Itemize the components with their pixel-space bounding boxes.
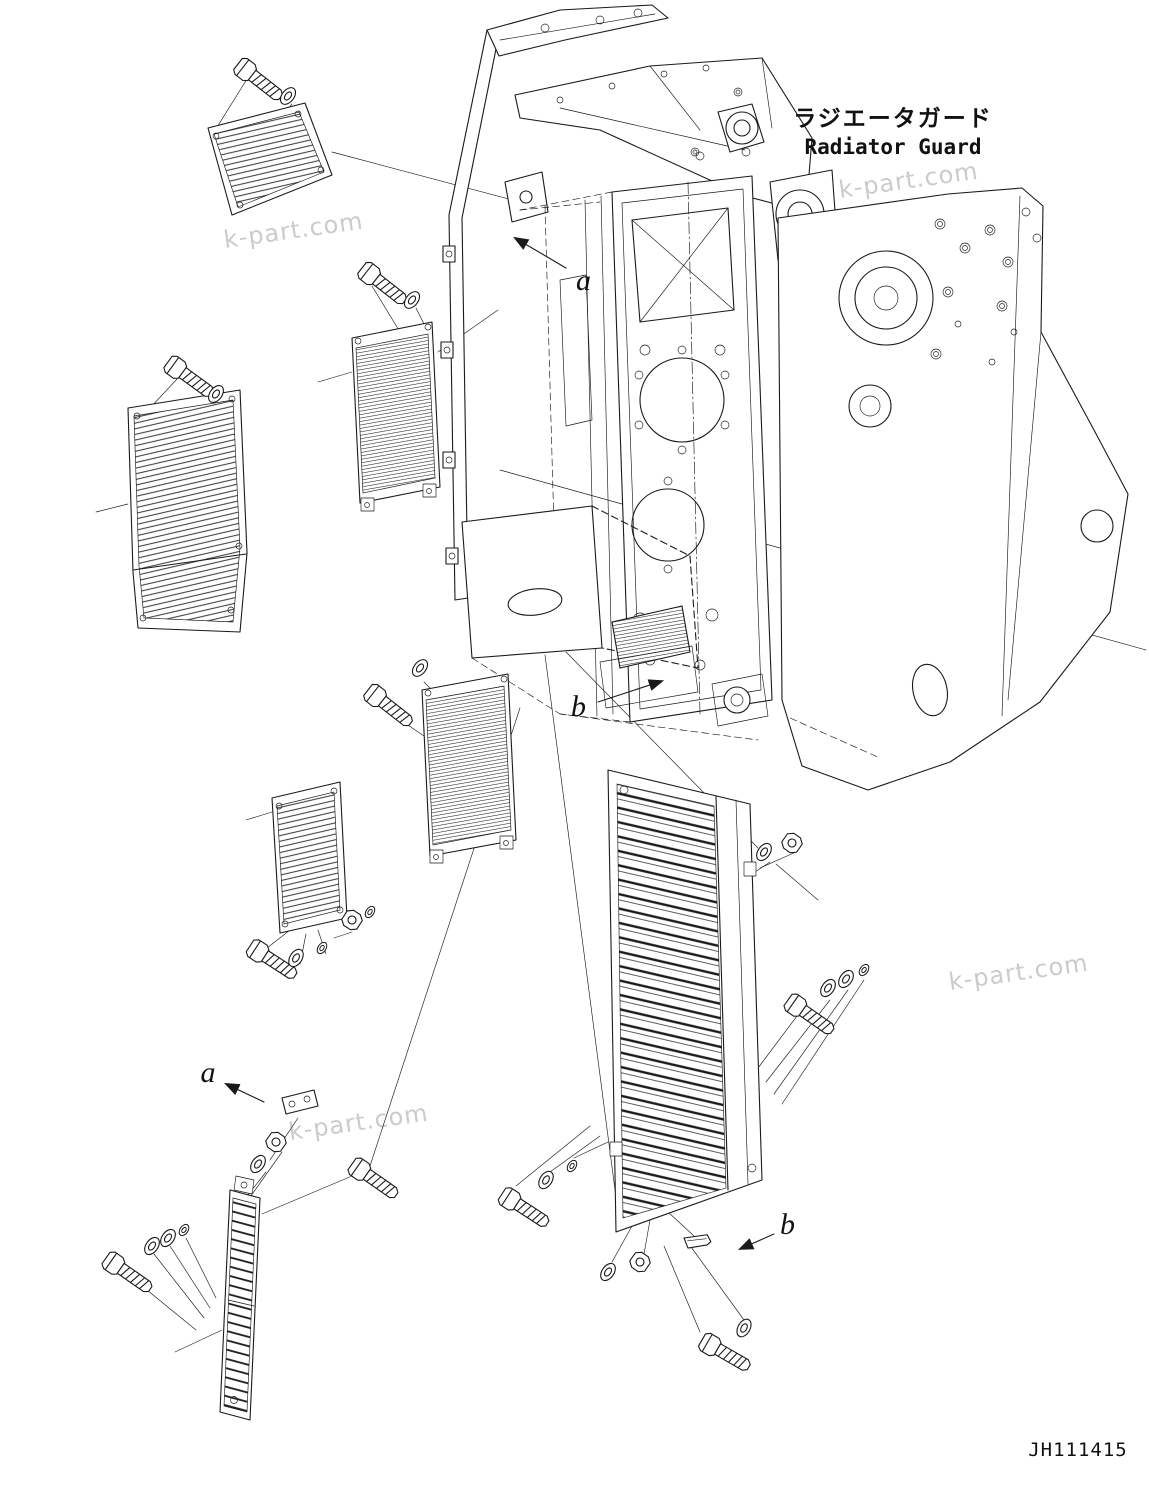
washer-small bbox=[856, 962, 872, 978]
bolt bbox=[355, 259, 412, 310]
washer bbox=[247, 1152, 269, 1176]
callout-a-top-label: a bbox=[576, 264, 591, 297]
washer bbox=[276, 84, 300, 108]
nut bbox=[778, 829, 806, 857]
bolt bbox=[231, 55, 288, 106]
callout-b-mid-arrow bbox=[597, 679, 665, 703]
diagram-title-japanese: ラジエータガード bbox=[793, 106, 993, 132]
main-rear-grille bbox=[607, 769, 763, 1233]
callouts: a b a b bbox=[201, 236, 795, 1250]
washer bbox=[141, 1234, 163, 1258]
washer bbox=[597, 1260, 619, 1284]
washer bbox=[817, 976, 839, 1000]
washer bbox=[157, 1226, 179, 1250]
side-plate bbox=[777, 187, 1129, 791]
bolt bbox=[696, 1330, 755, 1377]
small-side-grille bbox=[271, 781, 348, 934]
upper-condenser-screen bbox=[351, 321, 441, 512]
bolt bbox=[345, 1155, 403, 1204]
callout-b-mid-label: b bbox=[571, 690, 586, 723]
nut bbox=[626, 1248, 654, 1276]
washer-small bbox=[176, 1222, 192, 1238]
washer bbox=[535, 1168, 557, 1192]
callout-a-bottom-label: a bbox=[201, 1056, 216, 1089]
callout-b-bottom-label: b bbox=[780, 1208, 795, 1241]
fasteners bbox=[99, 55, 872, 1377]
panels bbox=[127, 102, 763, 1421]
bolt bbox=[496, 1185, 554, 1233]
nut bbox=[262, 1128, 290, 1156]
frame-lower-screen bbox=[611, 605, 691, 669]
retaining-clip bbox=[683, 1234, 712, 1249]
upper-side-grille bbox=[207, 102, 333, 216]
left-grille-panel bbox=[127, 389, 248, 633]
washer bbox=[835, 967, 857, 991]
diagram-title-english: Radiator Guard bbox=[804, 135, 981, 159]
washer bbox=[400, 288, 424, 312]
watermark-mid-right: k-part.com bbox=[947, 949, 1090, 996]
washer-small bbox=[564, 1158, 580, 1174]
washer bbox=[408, 656, 432, 680]
callout-a-bottom-arrow bbox=[224, 1083, 265, 1103]
callout-a-top-arrow bbox=[513, 236, 567, 269]
washer bbox=[733, 1316, 755, 1340]
mid-condenser-screen bbox=[421, 673, 517, 864]
lower-narrow-grille bbox=[219, 1175, 261, 1421]
washer-small bbox=[314, 940, 330, 956]
washer bbox=[753, 840, 775, 864]
mounting-bracket bbox=[281, 1089, 319, 1115]
watermark-top-left: k-part.com bbox=[222, 207, 365, 254]
radiator-guard-frame bbox=[440, 4, 1129, 791]
washer-small bbox=[362, 904, 378, 920]
callout-b-bottom-arrow bbox=[737, 1233, 775, 1250]
bolt bbox=[99, 1249, 157, 1298]
drawing-number: JH111415 bbox=[1028, 1439, 1128, 1461]
bolt bbox=[361, 681, 418, 732]
